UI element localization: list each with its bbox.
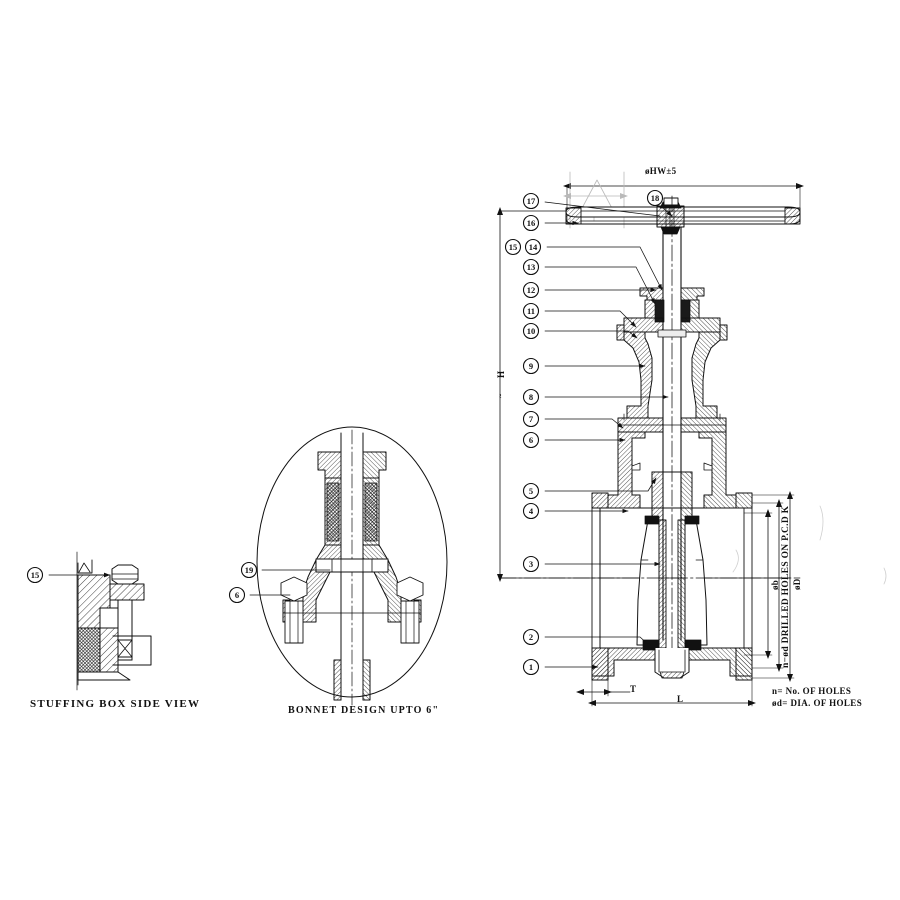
- note-n-holes: n= No. OF HOLES: [772, 686, 852, 696]
- view-bonnet-design: [249, 426, 448, 706]
- view-main-assembly: [497, 171, 887, 707]
- dim-pcd-text: n−ød DRILLED HOLES ON P.C.D K: [781, 505, 791, 668]
- dim-hw-text: øHW±5: [645, 166, 677, 176]
- dim-h-text: H: [496, 370, 506, 378]
- caption-stuffing-box: STUFFING BOX SIDE VIEW: [30, 698, 201, 710]
- view-stuffing-box: [48, 551, 152, 691]
- dim-t-text: T: [630, 684, 637, 694]
- dim-phiD-text: øD: [792, 578, 802, 590]
- dim-l-text: L: [677, 694, 684, 704]
- dim-h-approx: ~: [496, 393, 505, 398]
- caption-bonnet-design: BONNET DESIGN UPTO 6": [288, 705, 440, 716]
- note-d-holes: ød= DIA. OF HOLES: [772, 698, 863, 708]
- dim-phib-text: øb: [770, 579, 780, 590]
